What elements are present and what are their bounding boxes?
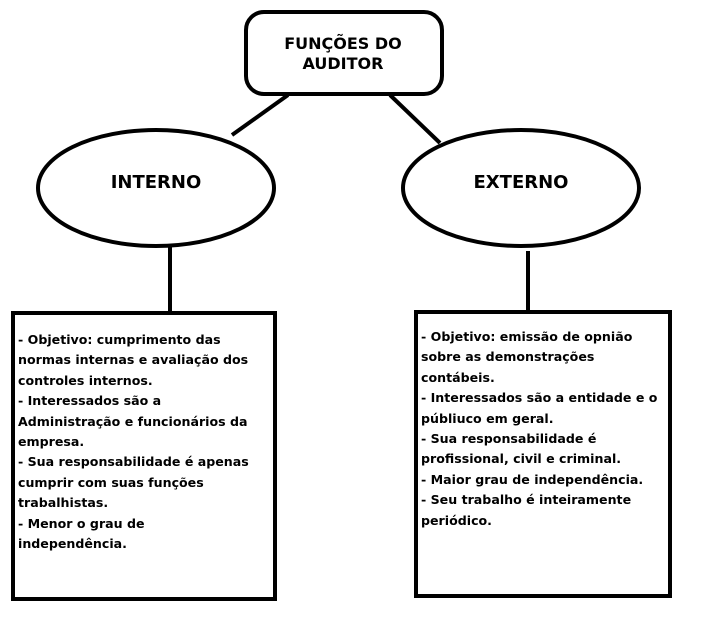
detail-line: - Menor o grau de: [18, 515, 145, 531]
detail-line: controles internos.: [18, 372, 153, 388]
detail-line: sobre as demonstrações: [421, 349, 595, 365]
detail-line: - Seu trabalho é inteiramente: [421, 492, 632, 508]
detail-line: - Interessados são a entidade e o: [421, 390, 658, 406]
detail-line: contábeis.: [421, 369, 495, 385]
root-node: [244, 10, 444, 96]
connector-root-externo: [388, 93, 442, 145]
detail-line: trabalhistas.: [18, 495, 109, 511]
detail-line: públiuco em geral.: [421, 410, 554, 426]
detail-line: - Sua responsabilidade é apenas: [18, 454, 249, 470]
detail-line: Administração e funcionários da: [18, 413, 248, 429]
externo-node: [401, 128, 641, 248]
detail-line: - Interessados são a: [18, 393, 162, 409]
detail-line: normas internas e avaliação dos: [18, 352, 249, 368]
externo-details-box: [414, 310, 672, 598]
detail-line: cumprir com suas funções: [18, 474, 204, 490]
detail-line: profissional, civil e criminal.: [421, 451, 622, 467]
root-title-line: FUNÇÕES DO: [284, 34, 402, 53]
detail-line: - Maior grau de independência.: [421, 471, 644, 487]
externo-details-text: - Objetivo: emissão de opnião sobre as d…: [421, 327, 657, 531]
interno-node: [36, 128, 276, 248]
detail-line: - Objetivo: emissão de opnião: [421, 329, 633, 344]
detail-line: independência.: [18, 536, 127, 552]
detail-line: - Objetivo: cumprimento das: [18, 332, 221, 347]
detail-line: periódico.: [421, 512, 492, 528]
interno-details-box: [11, 311, 277, 601]
connector-root-interno: [230, 93, 290, 137]
root-title-line: AUDITOR: [302, 54, 384, 73]
detail-line: empresa.: [18, 434, 85, 450]
externo-title: EXTERNO: [473, 172, 569, 193]
interno-title: INTERNO: [110, 172, 202, 193]
detail-line: - Sua responsabilidade é: [421, 431, 597, 447]
interno-details-text: - Objetivo: cumprimento das normas inter…: [18, 330, 249, 554]
root-title: FUNÇÕES DO AUDITOR: [248, 34, 438, 74]
